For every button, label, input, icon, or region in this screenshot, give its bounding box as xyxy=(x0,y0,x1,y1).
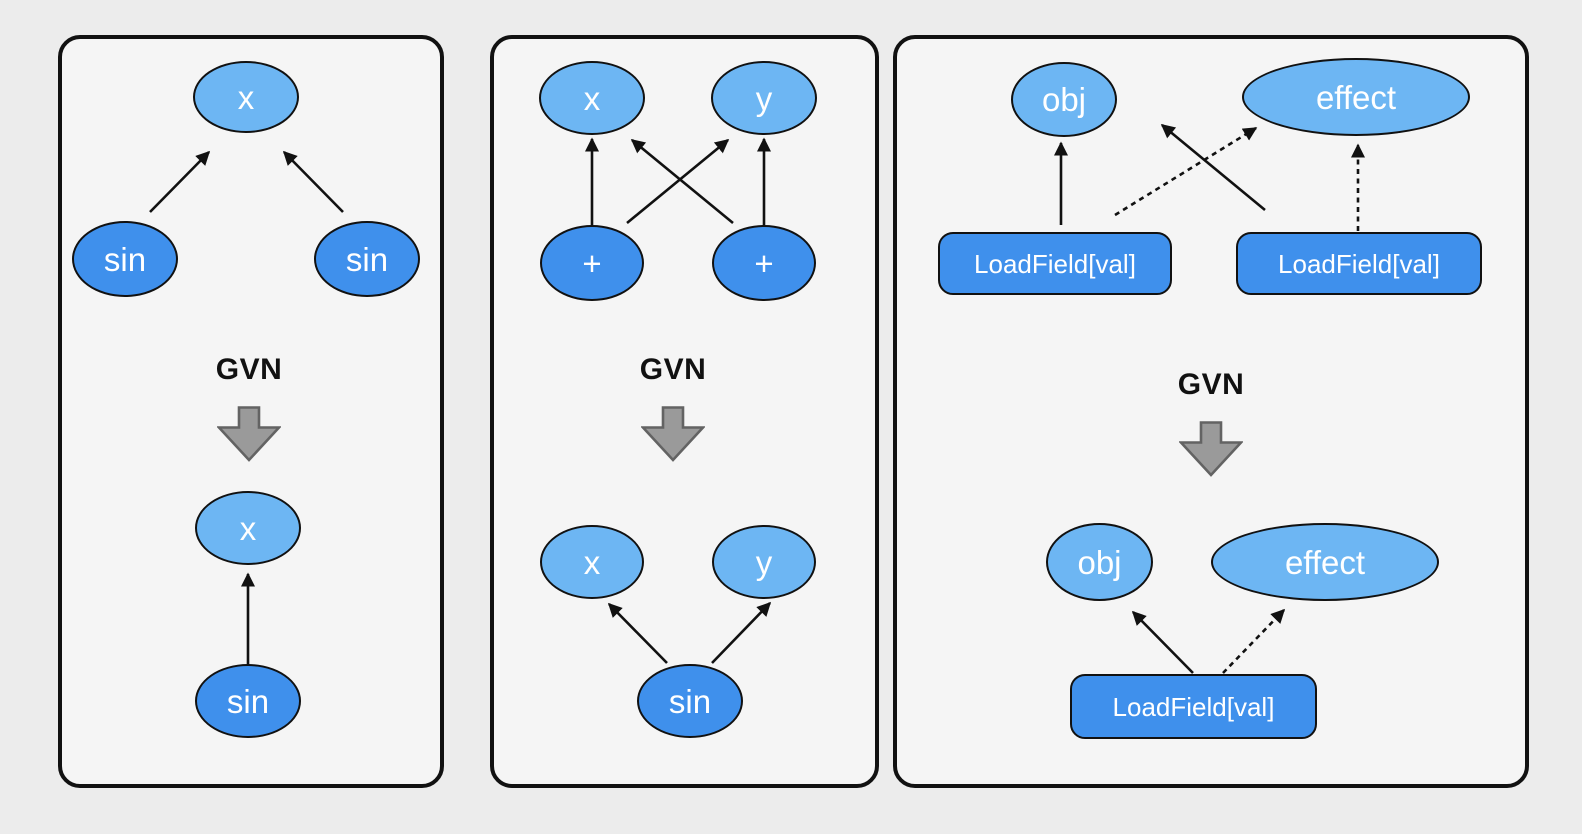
gvn-down-arrow-icon-2 xyxy=(641,406,705,462)
gvn-down-arrow-icon-1 xyxy=(217,406,281,462)
node-label: obj xyxy=(1041,81,1087,118)
node-y-before-2: y xyxy=(711,61,817,135)
node-x-before: x xyxy=(193,61,299,133)
node-loadfield-right: LoadField[val] xyxy=(1236,232,1482,295)
node-label: LoadField[val] xyxy=(1278,248,1440,279)
node-plus-left: + xyxy=(540,225,644,301)
node-label: effect xyxy=(1315,78,1397,116)
node-label: x xyxy=(583,79,601,117)
node-sin-after: sin xyxy=(195,664,301,738)
node-label: sin xyxy=(103,240,147,278)
node-obj-after: obj xyxy=(1046,523,1153,601)
node-label: y xyxy=(755,79,773,117)
node-label: effect xyxy=(1284,543,1366,581)
node-label: sin xyxy=(345,240,389,278)
node-label: sin xyxy=(226,682,270,720)
gvn-label-2: GVN xyxy=(639,353,707,386)
node-label: x xyxy=(237,78,255,116)
node-sin-right: sin xyxy=(314,221,420,297)
node-label: obj xyxy=(1077,543,1122,581)
node-y-after-2: y xyxy=(712,525,816,599)
node-label: + xyxy=(582,244,602,282)
node-plus-right: + xyxy=(712,225,816,301)
node-x-after: x xyxy=(195,491,301,565)
node-obj-before: obj xyxy=(1011,62,1117,137)
gvn-label-3: GVN xyxy=(1177,368,1245,401)
node-loadfield-after: LoadField[val] xyxy=(1070,674,1317,739)
node-label: LoadField[val] xyxy=(974,248,1136,279)
node-label: x xyxy=(239,509,257,547)
node-effect-before: effect xyxy=(1242,58,1470,136)
node-effect-after: effect xyxy=(1211,523,1439,601)
node-label: LoadField[val] xyxy=(1112,691,1275,722)
node-loadfield-left: LoadField[val] xyxy=(938,232,1172,295)
node-label: y xyxy=(755,543,773,581)
node-label: sin xyxy=(668,682,712,720)
node-x-before-2: x xyxy=(539,61,645,135)
node-label: + xyxy=(754,244,774,282)
gvn-label-1: GVN xyxy=(215,353,283,386)
node-label: x xyxy=(583,543,601,581)
node-sin-left: sin xyxy=(72,221,178,297)
gvn-down-arrow-icon-3 xyxy=(1179,421,1243,477)
node-x-after-2: x xyxy=(540,525,644,599)
node-sin-after-2: sin xyxy=(637,664,743,738)
